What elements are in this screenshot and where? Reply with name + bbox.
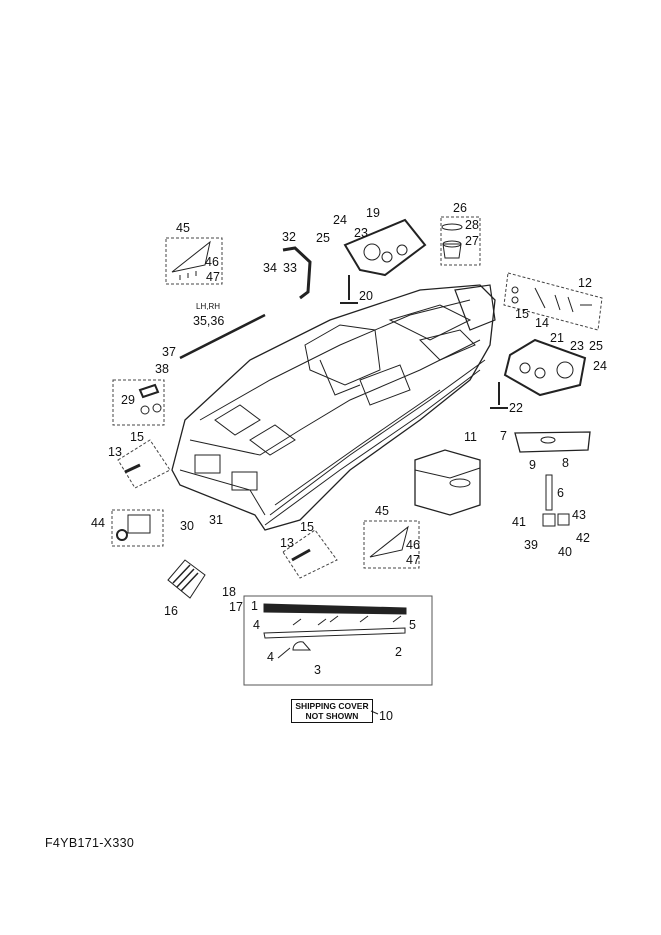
callout-9: 9	[529, 458, 536, 472]
cooler-11	[414, 449, 481, 516]
cleat-13b	[291, 548, 311, 562]
boat-hull	[171, 284, 496, 531]
callout-25: 25	[316, 231, 330, 245]
callout-11: 11	[464, 430, 477, 444]
callout-14: 14	[535, 316, 549, 330]
callout-31: 31	[209, 513, 223, 527]
callout-lh-rh: LH,RH	[196, 302, 221, 311]
callout-21: 21	[550, 331, 564, 345]
callout-45b: 45	[375, 504, 389, 518]
drain-plug-22	[490, 382, 508, 409]
callout-13: 13	[108, 445, 122, 459]
table-7	[514, 431, 591, 453]
callout-2: 2	[395, 645, 402, 659]
trim-part-45b	[369, 525, 409, 558]
trim-part-45	[171, 240, 211, 280]
callout-24b: 24	[593, 359, 607, 373]
diagram-code: F4YB171-X330	[45, 836, 135, 850]
callout-29: 29	[121, 393, 135, 407]
callout-23: 23	[354, 226, 368, 240]
callout-47b: 47	[406, 553, 420, 567]
callout-39: 39	[524, 538, 538, 552]
callout-41: 41	[512, 515, 526, 529]
callout-13b: 13	[280, 536, 294, 550]
group-boxes	[111, 216, 603, 579]
callout-43: 43	[572, 508, 586, 522]
callout-33: 33	[283, 261, 297, 275]
callout-34: 34	[263, 261, 277, 275]
cleat-13	[124, 463, 141, 474]
callout-44: 44	[91, 516, 105, 530]
callout-8: 8	[562, 456, 569, 470]
callout-38: 38	[155, 362, 169, 376]
callout-7: 7	[500, 429, 507, 443]
callout-47: 47	[206, 270, 220, 284]
callout-24: 24	[333, 213, 347, 227]
callout-26: 26	[453, 201, 467, 215]
callout-16: 16	[164, 604, 178, 618]
callout-27: 27	[465, 234, 479, 248]
callout-5: 5	[409, 618, 416, 632]
rope-35	[179, 313, 266, 360]
rub-rail-inset	[243, 595, 433, 686]
callout-15: 15	[515, 307, 529, 321]
callout-22: 22	[509, 401, 523, 415]
callout-6: 6	[557, 486, 564, 500]
callout-18: 18	[222, 585, 236, 599]
handrail-32	[282, 246, 312, 300]
callout-46: 46	[205, 255, 219, 269]
shipping-cover-note: SHIPPING COVER NOT SHOWN	[291, 699, 373, 723]
callout-30: 30	[180, 519, 194, 533]
callout-19: 19	[366, 206, 380, 220]
callout-4: 4	[253, 618, 260, 632]
latch-12	[511, 286, 592, 313]
shipping-note-line2: NOT SHOWN	[305, 711, 359, 721]
callout-17: 17	[229, 600, 243, 614]
callout-4b: 4	[267, 650, 274, 664]
cup-holder-19	[343, 218, 427, 277]
callout-20: 20	[359, 289, 373, 303]
callout-32: 32	[282, 230, 296, 244]
cup-holder-21	[503, 338, 587, 397]
table-post-6	[542, 474, 570, 527]
cup-26	[441, 223, 463, 259]
callout-3: 3	[314, 663, 321, 677]
callout-10: 10	[379, 709, 393, 723]
callout-45: 45	[176, 221, 190, 235]
callout-40: 40	[558, 545, 572, 559]
shipping-note-line1: SHIPPING COVER	[295, 701, 369, 711]
socket-44	[116, 514, 151, 541]
drain-plug-20	[340, 275, 358, 304]
callout-37: 37	[162, 345, 176, 359]
bracket-29	[138, 383, 162, 415]
callout-23b: 23	[570, 339, 584, 353]
callout-28: 28	[465, 218, 479, 232]
callout-15b: 15	[130, 430, 144, 444]
callout-15c: 15	[300, 520, 314, 534]
callout-25b: 25	[589, 339, 603, 353]
callout-12: 12	[578, 276, 592, 290]
callout-46b: 46	[406, 538, 420, 552]
callout-1: 1	[251, 599, 258, 613]
callout-35-36: 35,36	[193, 314, 225, 328]
step-16	[167, 559, 206, 599]
callout-42: 42	[576, 531, 590, 545]
